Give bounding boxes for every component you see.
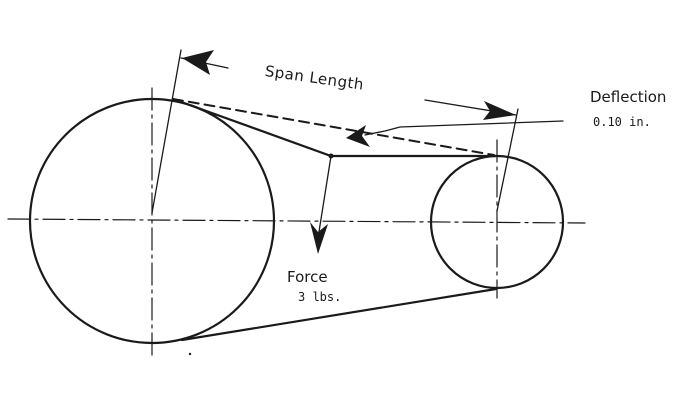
straight-belt-span-dashed xyxy=(172,98,495,156)
span-arrow-left xyxy=(182,50,214,75)
horizontal-center-line xyxy=(7,218,586,224)
deflection-value: 0.10 in. xyxy=(593,115,651,129)
lower-belt-span xyxy=(180,287,498,342)
deflection-leader-line xyxy=(364,120,564,136)
force-value: 3 lbs. xyxy=(298,290,342,304)
span-arrow-right xyxy=(483,101,516,120)
span-extension-line-left xyxy=(151,49,182,214)
deflection-label: Deflection xyxy=(590,88,667,106)
small-tick-mark xyxy=(188,352,192,356)
belt-deflection-point xyxy=(328,153,334,159)
deflection-arrow xyxy=(346,125,370,147)
force-vector-shaft xyxy=(317,155,332,239)
large-pulley xyxy=(28,97,276,345)
force-label: Force xyxy=(287,268,328,286)
force-arrow xyxy=(310,222,328,254)
span-extension-line-right xyxy=(496,108,519,212)
